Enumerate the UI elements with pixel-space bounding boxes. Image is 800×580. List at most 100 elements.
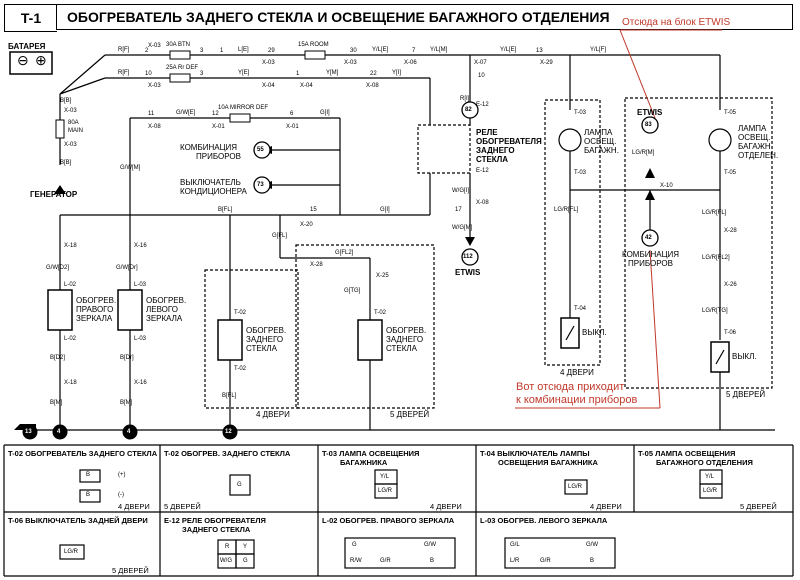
wire-yi-mid: Y[I]	[392, 70, 402, 76]
wire-gwe: G/W[E]	[176, 110, 196, 116]
conn-x03-main2: X-03	[64, 142, 77, 148]
wire-bm2: B[M]	[120, 400, 133, 406]
wire-rf-mid: R[F]	[118, 70, 130, 76]
cluster-a-2: ПРИБОРОВ	[196, 152, 241, 161]
cluster-b-2: ПРИБОРОВ	[628, 259, 673, 268]
conn-x28b: X-28	[724, 228, 737, 234]
table-t04-title1: T-04 ВЫКЛЮЧАТЕЛЬ ЛАМПЫ	[480, 449, 590, 458]
conn-x26: X-26	[724, 282, 737, 288]
conn-t06: T-06	[724, 330, 737, 336]
rear-4d-3: СТЕКЛА	[246, 344, 277, 353]
conn-x04a: X-04	[262, 83, 275, 89]
wire-bfl: B[FL]	[218, 207, 233, 213]
wire-gwd2: G/W[D2]	[46, 265, 70, 271]
lamp-5d-2: ОСВЕЩ.	[738, 133, 771, 142]
conn-x03d: X-03	[148, 83, 161, 89]
diagram-id: T-1	[4, 4, 57, 32]
etwis-label: ETWIS	[455, 268, 481, 277]
wire-wgm: W/G[M]	[452, 225, 473, 231]
wire-bb1: B[B]	[60, 98, 72, 104]
table-t06-pin: LG/R	[64, 549, 79, 555]
rear-5d-2: ЗАДНЕГО	[386, 335, 424, 344]
conn-x16a: X-16	[134, 243, 147, 249]
wire-bdr: B[Dr]	[120, 355, 134, 361]
doors-5-b: 5 ДВЕРЕЙ	[726, 390, 766, 399]
conn-t02c: T-02	[374, 310, 387, 316]
relay-label-1: РЕЛЕ	[476, 128, 498, 137]
conn-x08b: X-08	[148, 124, 161, 130]
conn-t02a: T-02	[234, 310, 247, 316]
fuse-10a-label: 10	[478, 73, 485, 79]
wire-lgrm: LG/R[M]	[632, 150, 655, 156]
switch-4d-label: ВЫКЛ.	[582, 328, 607, 337]
conn-e12b: E-12	[476, 168, 489, 174]
switch-5d-label: ВЫКЛ.	[732, 352, 757, 361]
relay-label-3: ЗАДНЕГО	[476, 146, 515, 155]
wire-gwm: G/W[M]	[120, 165, 141, 171]
circle-73: 73	[257, 182, 264, 188]
fuse-rrdef-label: 25A Rr DEF	[166, 65, 199, 71]
wire-yl-top: Y/L[E]	[372, 47, 389, 53]
conn-x28a: X-28	[310, 262, 323, 268]
wire-gtg: G[TG]	[344, 288, 361, 294]
battery-minus-icon: ⊖	[17, 52, 29, 68]
doors-4-b: 4 ДВЕРИ	[560, 368, 594, 377]
conn-x20: X-20	[300, 222, 313, 228]
wire-ri: R[I]	[460, 96, 470, 102]
conn-x25: X-25	[376, 273, 389, 279]
conn-x10: X-10	[660, 183, 673, 189]
conn-l02a: L-02	[64, 282, 77, 288]
wire-wgi: W/G[I]	[452, 188, 469, 194]
table-t04-title2: ОСВЕЩЕНИЯ БАГАЖНИКА	[498, 458, 598, 467]
doors-4-a: 4 ДВЕРИ	[256, 410, 290, 419]
table-t03-title1: T-03 ЛАМПА ОСВЕЩЕНИЯ	[322, 449, 420, 458]
lamp-4d-1: ЛАМПА	[584, 128, 613, 137]
fuse-main-b: MAIN	[68, 128, 83, 134]
heater-l-1: ОБОГРЕВ.	[146, 296, 187, 305]
pin-6: 6	[290, 111, 294, 117]
conn-x16b: X-16	[134, 380, 147, 386]
pin-11: 11	[148, 111, 155, 117]
table-t05-title1: T-05 ЛАМПА ОСВЕЩЕНИЯ	[638, 449, 736, 458]
ground-4b: 4	[127, 429, 131, 435]
conn-x03b: X-03	[262, 60, 275, 66]
conn-x03a: X-03	[148, 43, 161, 49]
pin-3a: 3	[200, 48, 204, 54]
table-e12-p4: G	[243, 558, 248, 564]
ground-13: 13	[25, 429, 32, 435]
lamp-5d-3: БАГАЖН.	[738, 142, 773, 151]
pin-12: 12	[212, 111, 219, 117]
table-l03-p2: G/W	[586, 542, 598, 548]
table-t05-pin1: Y/L	[705, 474, 715, 480]
table-t02b-pin: G	[237, 482, 242, 488]
wire-ylf-top: Y/L[F]	[590, 47, 607, 53]
wire-gi-mid: G[I]	[380, 207, 390, 213]
table-t03-pin1: Y/L	[380, 474, 390, 480]
battery-plus-icon: ⊕	[35, 52, 47, 68]
wire-bfl2: B[FL]	[222, 393, 237, 399]
wire-lgrfl2: LG/R[FL]	[702, 210, 727, 216]
conn-t05a: T-05	[724, 110, 737, 116]
annotation-etwis: Отсюда на блок ETWIS	[622, 17, 731, 28]
table-l03-p1: G/L	[510, 542, 520, 548]
table-l02-p2: G/W	[424, 542, 436, 548]
table-t02a-pin1: B	[86, 472, 91, 478]
table-t03-title2: БАГАЖНИКА	[340, 458, 388, 467]
rear-5d-3: СТЕКЛА	[386, 344, 417, 353]
rear-5d-1: ОБОГРЕВ.	[386, 326, 427, 335]
table-t04-doors: 4 ДВЕРИ	[590, 502, 622, 511]
doors-5-a: 5 ДВЕРЕЙ	[390, 410, 430, 419]
conn-t02b: T-02	[234, 366, 247, 372]
table-t05-title2: БАГАЖНОГО ОТДЕЛЕНИЯ	[656, 458, 753, 467]
wire-rf-top: R[F]	[118, 47, 130, 53]
wire-ye-mid: Y[E]	[238, 70, 250, 76]
table-e12-title1: E-12 РЕЛЕ ОБОГРЕВАТЕЛЯ	[164, 516, 266, 525]
table-t03-doors: 4 ДВЕРИ	[430, 502, 462, 511]
conn-x08c: X-08	[476, 200, 489, 206]
conn-l03b: L-03	[134, 336, 147, 342]
table-l02-p4: G/R	[380, 558, 391, 564]
pin-15b: 15	[646, 174, 653, 180]
conn-x01a: X-01	[212, 124, 225, 130]
wire-lgrfl: LG/R[FL]	[554, 207, 579, 213]
